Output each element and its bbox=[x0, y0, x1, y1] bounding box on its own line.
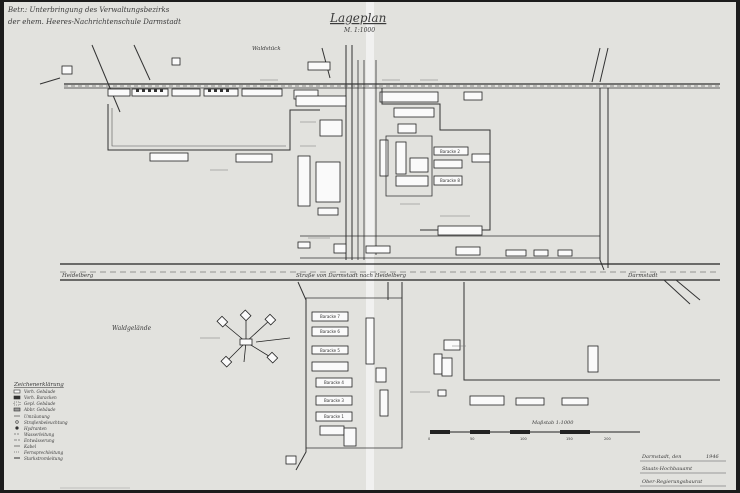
wald-top-label: Waldstück bbox=[252, 46, 281, 52]
plan-title: Lageplan bbox=[329, 11, 386, 25]
central-vertical-roads bbox=[345, 45, 377, 260]
lower-inner-buildings bbox=[285, 317, 389, 465]
baracke-8-label: Baracke 8 bbox=[440, 178, 460, 183]
baracke-6-label: Baracke 6 bbox=[320, 329, 340, 334]
main-road bbox=[60, 263, 720, 281]
scale-ticks: 0 50 100 150 200 bbox=[428, 437, 611, 441]
legend-item: Entwässerung bbox=[23, 438, 55, 443]
right-roads bbox=[381, 88, 609, 271]
footer-year: 1946 bbox=[706, 454, 720, 460]
building-left-loop-2 bbox=[235, 153, 273, 163]
right-lower-field bbox=[463, 282, 720, 381]
right-lower-buildings bbox=[433, 339, 599, 406]
building-left-loop-1 bbox=[149, 152, 189, 162]
legend: Zeichenerklärung Vorh. Gebäude Vorh. Bar… bbox=[13, 382, 68, 461]
legend-title: Zeichenerklärung bbox=[13, 382, 64, 388]
legend-item: Abbr. Gebäude bbox=[23, 407, 56, 412]
main-road-right-label: Darmstadt bbox=[627, 273, 658, 279]
main-road-left-label: Heidelberg bbox=[61, 273, 94, 279]
top-barracks-row bbox=[107, 88, 319, 100]
scale-bar-label: Maßstab 1:1000 bbox=[531, 420, 574, 426]
legend-swatches bbox=[13, 389, 21, 459]
right-barracks-upper bbox=[433, 146, 491, 186]
baracke-2-label: Baracke 2 bbox=[440, 149, 460, 154]
lower-roads bbox=[295, 281, 403, 471]
svg-text:200: 200 bbox=[604, 437, 611, 441]
left-loop-road-inner bbox=[111, 108, 286, 147]
header-line-1: Betr.: Unterbringung des Verwaltungsbezi… bbox=[7, 6, 170, 14]
central-cluster bbox=[295, 91, 483, 216]
baracke-5-label: Baracke 5 bbox=[320, 348, 340, 353]
legend-item: Umzäunung bbox=[24, 414, 50, 419]
svg-text:0: 0 bbox=[428, 437, 430, 441]
top-diagonal-roads bbox=[39, 44, 609, 113]
small-building-top-mid bbox=[171, 57, 181, 66]
left-loop-road bbox=[107, 104, 320, 151]
wald-left-label: Waldgelände bbox=[112, 325, 152, 332]
baracke-4-label: Baracke 4 bbox=[324, 380, 344, 385]
svg-text:100: 100 bbox=[520, 437, 527, 441]
svg-text:150: 150 bbox=[566, 437, 573, 441]
legend-item: Gepl. Gebäude bbox=[24, 401, 56, 406]
baracke-7-label: Baracke 7 bbox=[320, 314, 340, 319]
legend-item: Straßenbeleuchtung bbox=[24, 420, 68, 425]
footer-lines bbox=[640, 460, 726, 487]
legend-item: Kabel bbox=[23, 444, 37, 449]
barrack-hatch bbox=[136, 89, 229, 92]
band-road bbox=[300, 235, 600, 259]
small-building-top-left bbox=[61, 65, 73, 75]
small-building-top-right bbox=[307, 61, 331, 71]
right-fork-road bbox=[663, 279, 701, 305]
svg-text:50: 50 bbox=[470, 437, 474, 441]
baracke-1-label: Baracke 1 bbox=[324, 414, 344, 419]
building-right-kraftwerk bbox=[437, 225, 483, 236]
footer-office-1: Staats-Hochbauamt bbox=[642, 466, 693, 472]
footer-place: Darmstadt, den bbox=[641, 454, 681, 460]
baracke-3-label: Baracke 3 bbox=[324, 398, 344, 403]
annotation-marks bbox=[200, 79, 470, 393]
scale-bar bbox=[430, 430, 640, 434]
footer-block: Darmstadt, den 1946 Staats-Hochbauamt Ob… bbox=[641, 454, 720, 485]
legend-item: Vorh. Gebäude bbox=[24, 389, 56, 394]
radial-antenna-layout bbox=[216, 309, 291, 368]
upper-railway bbox=[64, 83, 720, 89]
plan-scale-subtitle: M. 1:1000 bbox=[343, 27, 375, 34]
main-road-label: Straße von Darmstadt nach Heidelberg bbox=[296, 273, 407, 279]
lower-barracks bbox=[311, 311, 353, 436]
legend-item: Hydranten bbox=[23, 426, 47, 431]
central-yard-outline bbox=[385, 135, 433, 197]
band-buildings bbox=[297, 241, 573, 257]
legend-item: Fernsprechleitung bbox=[23, 450, 63, 455]
legend-item: Vorh. Baracken bbox=[24, 395, 57, 400]
footer-office-2: Ober-Regierungsbaurat bbox=[642, 479, 703, 485]
header-line-2: der ehem. Heeres-Nachrichtenschule Darms… bbox=[8, 18, 181, 26]
legend-item: Wasserleitung bbox=[24, 432, 54, 437]
legend-item: Starkstromleitung bbox=[24, 456, 63, 461]
